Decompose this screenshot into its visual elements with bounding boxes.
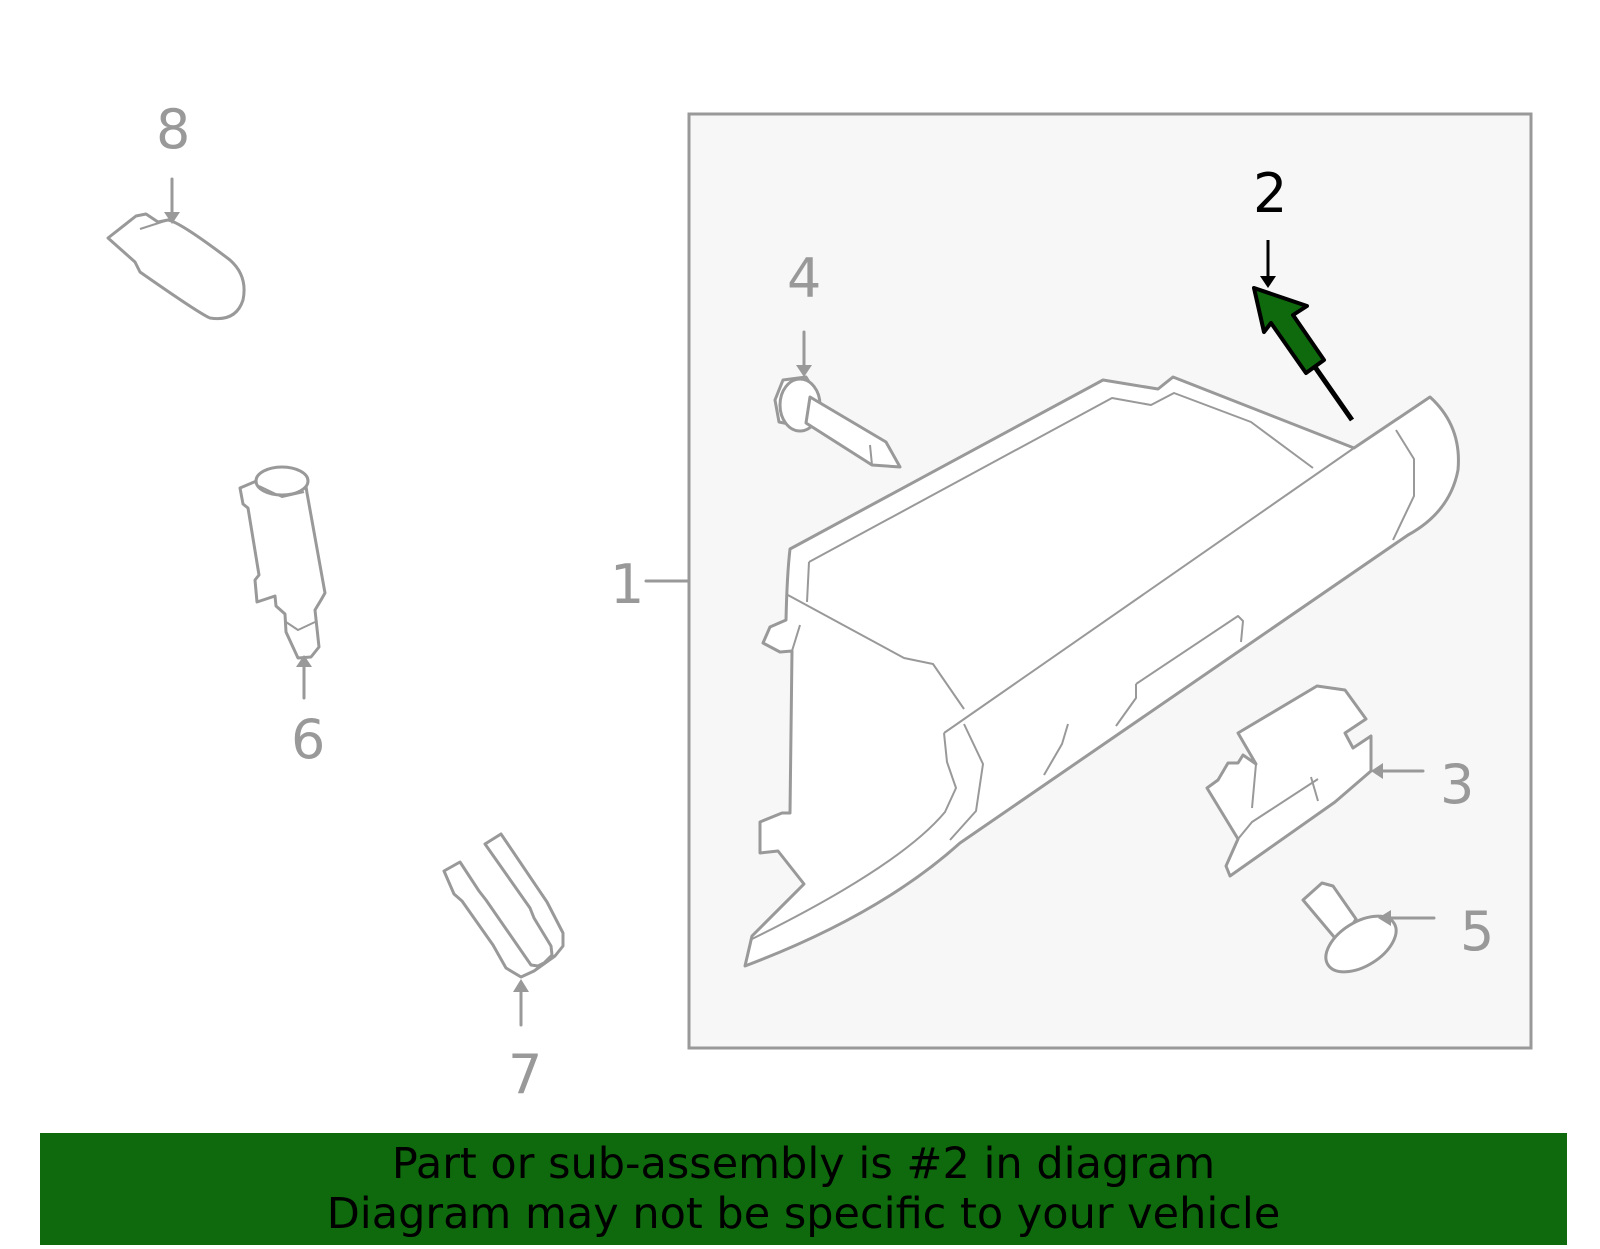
part-8-bulb[interactable] (106, 212, 246, 321)
caption-line-1: Part or sub-assembly is #2 in diagram (391, 1139, 1216, 1189)
callout-5-number[interactable]: 5 (1460, 900, 1494, 963)
caption-line-2: Diagram may not be specific to your vehi… (326, 1189, 1281, 1239)
callout-8-arrowhead (164, 212, 180, 224)
part-5-pushpin[interactable] (1301, 881, 1406, 983)
callout-2-arrowhead (1260, 276, 1276, 288)
callout-8-number[interactable]: 8 (156, 98, 190, 161)
callout-7-arrowhead (513, 979, 529, 992)
part-6-socket[interactable] (238, 465, 327, 660)
part-2-highlighted[interactable] (1252, 286, 1355, 422)
glove-box-part[interactable] (743, 375, 1460, 968)
part-7-clip[interactable] (442, 832, 565, 979)
callout-2-number[interactable]: 2 (1253, 162, 1287, 225)
part-4-screw[interactable] (773, 375, 902, 469)
callout-3-number[interactable]: 3 (1440, 753, 1474, 816)
part-3-bracket[interactable] (1205, 684, 1373, 878)
callout-6-arrowhead (296, 655, 312, 667)
callout-7-number[interactable]: 7 (508, 1043, 542, 1106)
callout-4-arrowhead (796, 365, 812, 377)
callout-6-number[interactable]: 6 (291, 708, 325, 771)
callout-4-number[interactable]: 4 (787, 247, 821, 310)
callout-5-arrowhead (1378, 910, 1391, 926)
callout-1-number[interactable]: 1 (610, 553, 644, 616)
caption-banner: Part or sub-assembly is #2 in diagram Di… (40, 1133, 1567, 1245)
callout-3-arrowhead (1371, 763, 1383, 779)
